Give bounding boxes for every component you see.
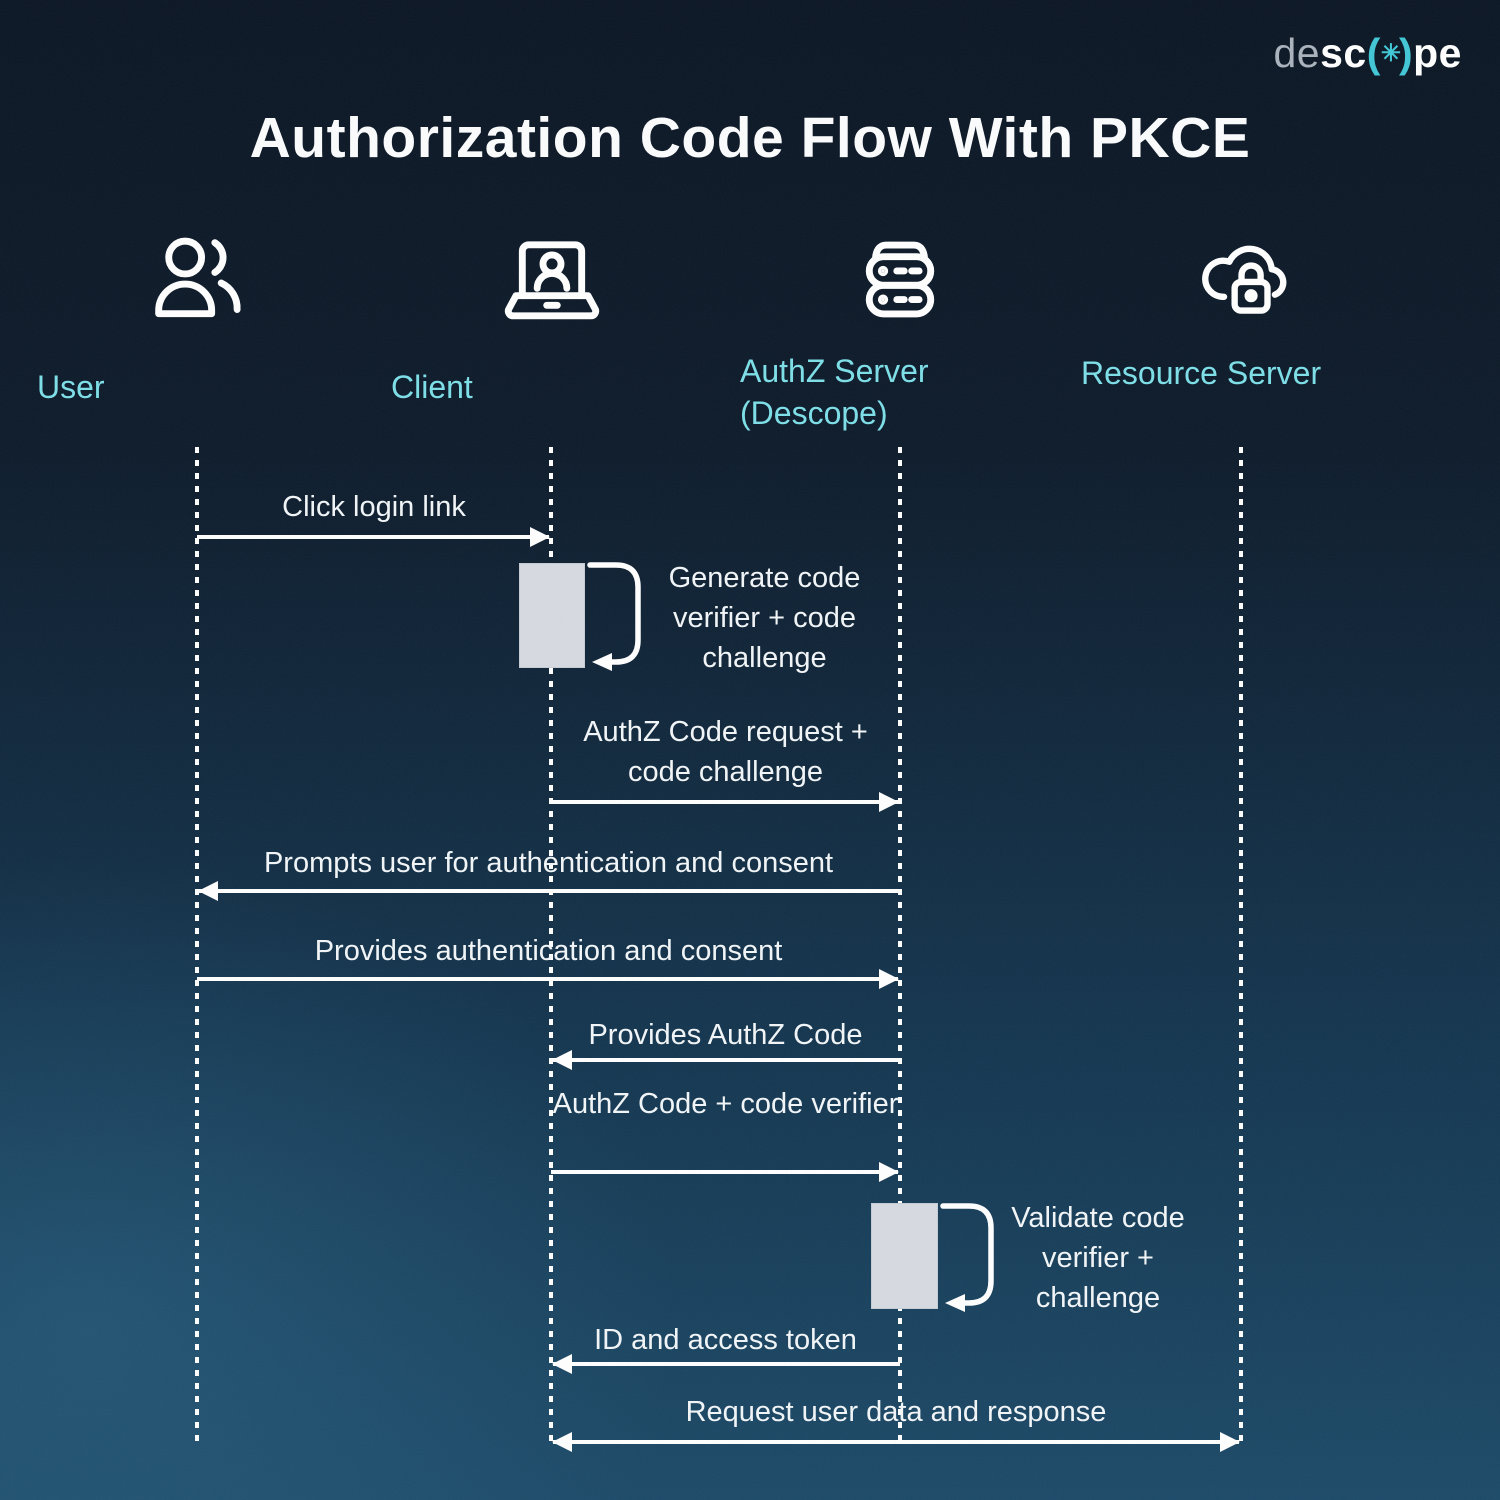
message-provides-auth-consent: Provides authentication and consent xyxy=(314,935,783,967)
logo-bracket-right: ) xyxy=(1398,30,1414,76)
activation-box-authz xyxy=(871,1203,938,1309)
arrow-client-resource-both xyxy=(553,1440,1239,1444)
logo-bracket-left: ( xyxy=(1366,30,1381,76)
message-provides-authz-code: Provides AuthZ Code xyxy=(588,1019,863,1051)
message-validate-code-verifier: Validate code verifier + challenge xyxy=(1011,1202,1185,1315)
message-authz-code-request: AuthZ Code request + code challenge xyxy=(583,716,868,789)
arrow-authz-to-client-2 xyxy=(553,1362,900,1366)
server-stack-icon xyxy=(865,241,935,318)
logo-asterisk-icon: ✳ xyxy=(1380,40,1401,67)
message-authz-code-verifier: AuthZ Code + code verifier xyxy=(552,1088,899,1120)
user-icon xyxy=(155,237,241,318)
actor-label-user: User xyxy=(37,369,105,405)
actor-label-authz-server: AuthZ Server (Descope) xyxy=(740,353,929,432)
descope-logo: desc(✳)pe xyxy=(1274,30,1463,77)
arrow-authz-to-user xyxy=(199,889,900,893)
arrow-authz-to-client xyxy=(553,1058,900,1062)
activation-box-client xyxy=(519,563,585,668)
actor-label-client: Client xyxy=(391,369,473,405)
actor-label-resource-server: Resource Server xyxy=(1081,355,1322,391)
cloud-lock-icon xyxy=(1202,245,1287,314)
arrow-client-to-authz xyxy=(551,800,898,804)
message-generate-code-verifier: Generate code verifier + code challenge xyxy=(668,562,861,675)
page-title: Authorization Code Flow With PKCE xyxy=(249,106,1251,170)
logo-text-sc: sc xyxy=(1320,30,1367,76)
message-prompts-user: Prompts user for authentication and cons… xyxy=(263,847,834,879)
arrow-user-to-authz xyxy=(197,977,898,981)
logo-text-pe: pe xyxy=(1413,30,1462,76)
client-laptop-icon xyxy=(504,241,600,320)
arrow-user-to-client xyxy=(197,535,549,539)
lifeline-resource-server xyxy=(1239,447,1243,1445)
arrow-client-to-authz-2 xyxy=(551,1170,898,1174)
message-request-user-data: Request user data and response xyxy=(685,1396,1107,1428)
logo-text-de: de xyxy=(1273,30,1321,76)
message-id-access-token: ID and access token xyxy=(594,1324,857,1356)
message-click-login-link: Click login link xyxy=(282,491,466,523)
